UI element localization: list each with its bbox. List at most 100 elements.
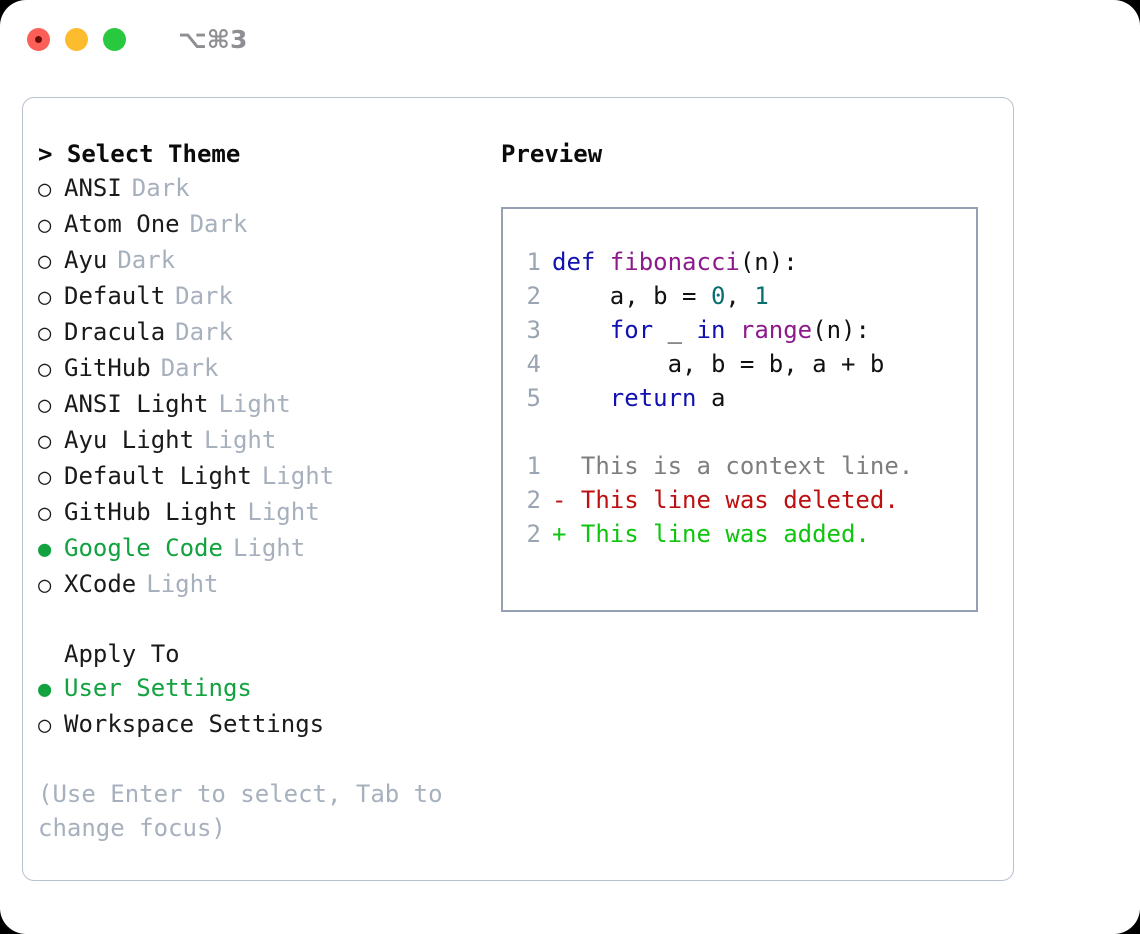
line-number: 2 [526,486,541,514]
radio-unselected-icon: ○ [38,321,52,346]
theme-option-dracula[interactable]: ○ Dracula Dark [38,315,508,351]
theme-option-label: Dracula [64,318,166,346]
theme-option-label: Default Light [64,462,252,490]
radio-unselected-icon: ○ [38,393,52,418]
theme-option-label: ANSI Light [64,390,209,418]
theme-option-label: ANSI [64,174,122,202]
theme-option-label: GitHub Light [64,498,238,526]
code-token-pl: _ [653,316,697,344]
code-diff-spacer [503,415,976,449]
code-token-pl: (n): [812,316,870,344]
theme-option-xcode[interactable]: ○ XCode Light [38,567,508,603]
code-token-kw: def [552,248,610,276]
apply-to-option-workspace-settings[interactable]: ○ Workspace Settings [38,707,508,743]
radio-unselected-icon: ○ [38,713,52,738]
traffic-light-buttons [27,27,126,51]
code-line: 2 a, b = 0, 1 [503,279,976,313]
radio-unselected-icon: ○ [38,285,52,310]
line-number: 5 [526,384,541,412]
code-line: 4 a, b = b, a + b [503,347,976,381]
code-line-content: a, b = 0, 1 [541,279,769,313]
theme-option-label: XCode [64,570,137,598]
code-token-pl: a, b = [552,282,711,310]
apply-to-option-label: Workspace Settings [64,710,325,738]
radio-unselected-icon: ○ [38,177,52,202]
minimize-window-button[interactable] [65,27,88,51]
list-spacer [38,603,508,637]
line-number: 2 [526,520,541,548]
code-line-content: a, b = b, a + b [541,347,885,381]
code-token-pl: a [696,384,726,412]
radio-unselected-icon: ○ [38,573,52,598]
apply-to-option-user-settings[interactable]: ●User Settings [38,671,508,707]
code-token-kw: in [696,316,726,344]
line-number: 4 [526,350,541,378]
code-line-content: for _ in range(n): [541,313,870,347]
theme-option-category: Light [232,534,306,562]
code-token-pl: a, b = b, a + b [552,350,885,378]
theme-option-category: Dark [160,354,219,382]
line-number: 2 [526,282,541,310]
code-token-pl: , [725,282,755,310]
theme-option-ayu-light[interactable]: ○ Ayu Light Light [38,423,508,459]
theme-option-category: Dark [131,174,190,202]
theme-option-ansi[interactable]: ○ ANSI Dark [38,171,508,207]
code-token-kw: for [609,316,654,344]
line-number: 3 [526,316,541,344]
theme-option-category: Light [218,390,291,418]
zoom-window-button[interactable] [103,27,126,51]
code-token-num: 0 [710,282,726,310]
close-window-button[interactable] [27,27,50,51]
theme-option-ansi-light[interactable]: ○ ANSI Light Light [38,387,508,423]
code-line: 5 return a [503,381,976,415]
code-token-pl [552,316,610,344]
theme-option-category: Light [146,570,219,598]
code-line-content: def fibonacci(n): [541,245,798,279]
code-token-pl [552,384,610,412]
code-line-content: return a [541,381,726,415]
radio-unselected-icon: ○ [38,357,52,382]
code-token-kw: return [609,384,697,412]
code-line: 3 for _ in range(n): [503,313,976,347]
diff-line-del: 2 - This line was deleted. [503,483,976,517]
radio-unselected-icon: ○ [38,249,52,274]
theme-option-github[interactable]: ○ GitHub Dark [38,351,508,387]
theme-option-category: Light [204,426,277,454]
footer-hint-text: (Use Enter to select, Tab to change focu… [38,780,458,842]
diff-line-content: - This line was deleted. [552,486,899,514]
diff-line-ctx: 1 This is a context line. [503,449,976,483]
line-number: 1 [526,452,541,480]
radio-unselected-icon: ○ [38,213,52,238]
radio-unselected-icon: ○ [38,465,52,490]
code-token-pl [725,316,739,344]
theme-option-category: Dark [175,282,233,310]
radio-unselected-icon: ○ [38,429,52,454]
diff-line-content: + This line was added. [552,520,870,548]
theme-option-label: Ayu Light [64,426,195,454]
theme-option-label: Google Code [64,534,223,562]
select-theme-title: > Select Theme [38,140,241,168]
theme-option-label: GitHub [64,354,151,382]
theme-option-label: Atom One [64,210,180,238]
code-token-fn: fibonacci [609,248,740,276]
apply-to-option-label: User Settings [64,674,252,702]
theme-option-category: Dark [175,318,233,346]
apply-to-option-list: ●User Settings ○ Workspace Settings [38,671,508,743]
radio-unselected-icon: ○ [38,501,52,526]
apply-to-heading: Apply To [64,640,180,668]
code-token-fn: range [739,316,813,344]
title-bar: ⌥⌘3 [0,0,1140,78]
line-number: 1 [526,248,541,276]
